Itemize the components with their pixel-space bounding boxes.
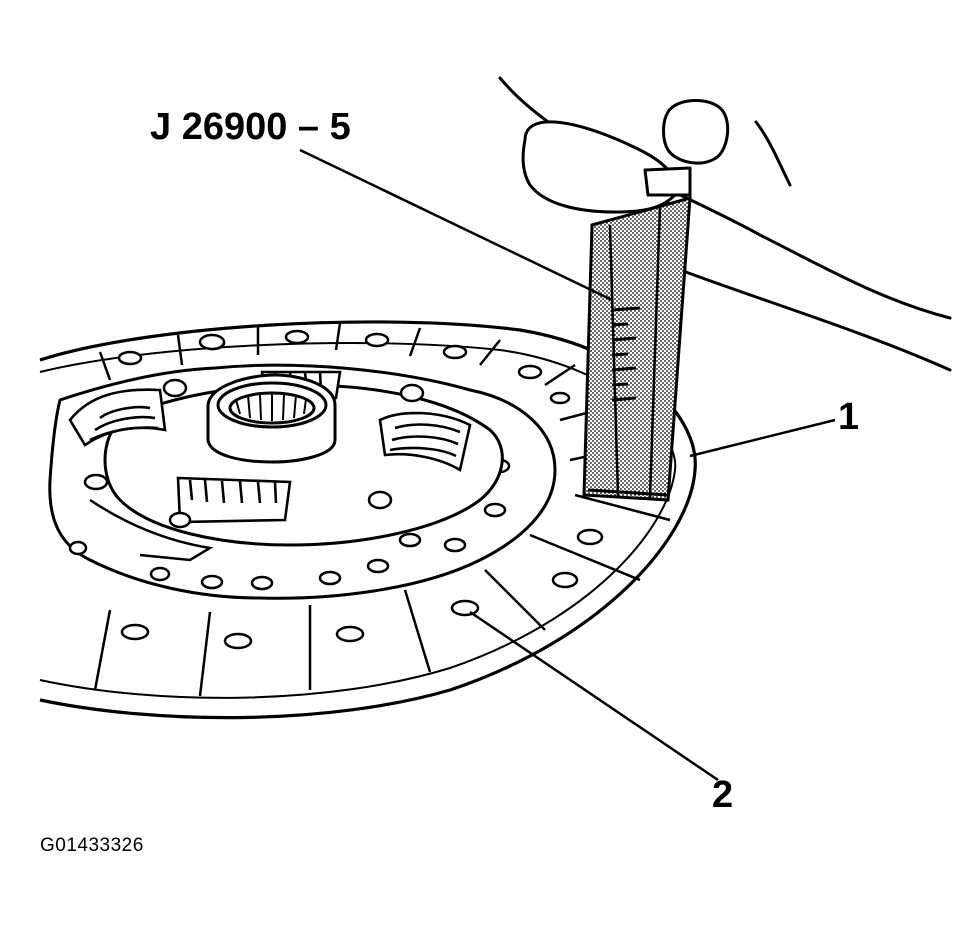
leader-line-2 — [469, 610, 719, 782]
leader-lines — [299, 148, 836, 782]
damper-spring-right — [378, 411, 472, 473]
fingertip — [643, 98, 730, 197]
figure-id: G01433326 — [40, 835, 144, 856]
callout-number-2: 2 — [712, 774, 734, 816]
callout-number-1: 1 — [838, 396, 860, 438]
leader-line-tool — [299, 148, 613, 302]
damper-spring-bottom — [176, 476, 292, 524]
friction-rivet-holes — [117, 329, 604, 650]
splined-hub — [206, 373, 337, 464]
damper-spring-left — [68, 388, 167, 447]
gauge-scale-ticks — [611, 306, 641, 402]
thumb — [521, 120, 678, 214]
depth-gauge — [582, 195, 692, 502]
clutch-disc — [39, 320, 697, 720]
tool-label: J 26900 – 5 — [150, 106, 351, 148]
friction-ring-inner — [39, 342, 677, 699]
hub-rivets — [162, 378, 425, 529]
leader-line-1 — [689, 418, 836, 458]
